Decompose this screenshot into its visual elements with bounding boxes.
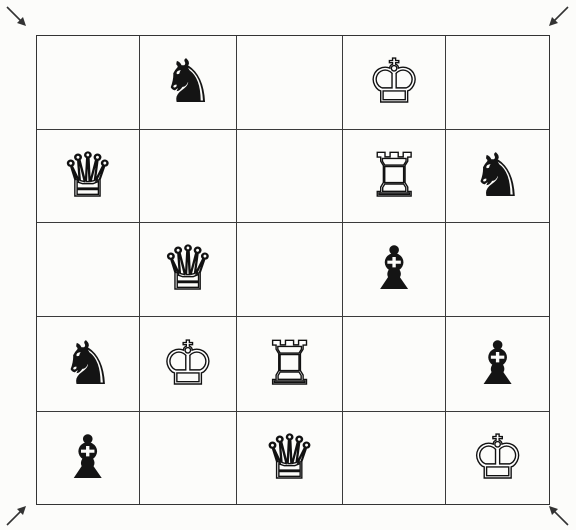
white-rook-icon[interactable]: ♖ — [367, 146, 421, 206]
square-d5[interactable]: ♔ — [343, 36, 447, 130]
square-d1[interactable] — [343, 412, 447, 504]
square-a2[interactable]: ♞ — [37, 317, 140, 413]
square-b1[interactable] — [140, 412, 238, 504]
square-b2[interactable]: ♔ — [140, 317, 238, 413]
arrow-down-left-icon — [545, 4, 571, 30]
square-a4[interactable]: ♕ — [37, 130, 140, 224]
square-d3[interactable]: ♝ — [343, 223, 447, 317]
black-knight-icon[interactable]: ♞ — [161, 52, 215, 112]
white-queen-icon[interactable]: ♕ — [263, 428, 317, 488]
square-e2[interactable]: ♝ — [446, 317, 549, 413]
black-bishop-icon[interactable]: ♝ — [61, 428, 115, 488]
square-d4[interactable]: ♖ — [343, 130, 447, 224]
square-c4[interactable] — [237, 130, 343, 224]
square-e3[interactable] — [446, 223, 549, 317]
white-queen-icon[interactable]: ♕ — [61, 146, 115, 206]
white-rook-icon[interactable]: ♖ — [263, 334, 317, 394]
black-knight-icon[interactable]: ♞ — [61, 334, 115, 394]
square-c3[interactable] — [237, 223, 343, 317]
arrow-down-right-icon — [4, 4, 30, 30]
square-e1[interactable]: ♔ — [446, 412, 549, 504]
white-king-icon[interactable]: ♔ — [367, 52, 421, 112]
black-bishop-icon[interactable]: ♝ — [367, 239, 421, 299]
square-e4[interactable]: ♞ — [446, 130, 549, 224]
square-b5[interactable]: ♞ — [140, 36, 238, 130]
square-b3[interactable]: ♕ — [140, 223, 238, 317]
square-a5[interactable] — [37, 36, 140, 130]
square-b4[interactable] — [140, 130, 238, 224]
square-a3[interactable] — [37, 223, 140, 317]
white-queen-icon[interactable]: ♕ — [161, 239, 215, 299]
arrow-up-left-icon — [545, 502, 571, 528]
square-c2[interactable]: ♖ — [237, 317, 343, 413]
white-king-icon[interactable]: ♔ — [471, 428, 525, 488]
square-c5[interactable] — [237, 36, 343, 130]
square-c1[interactable]: ♕ — [237, 412, 343, 504]
square-a1[interactable]: ♝ — [37, 412, 140, 504]
chess-board-5x5: ♞ ♔ ♕ ♖ ♞ ♕ ♝ ♞ ♔ ♖ ♝ ♝ ♕ ♔ — [36, 35, 550, 505]
white-king-icon[interactable]: ♔ — [161, 334, 215, 394]
black-bishop-icon[interactable]: ♝ — [471, 334, 525, 394]
arrow-up-right-icon — [4, 502, 30, 528]
square-e5[interactable] — [446, 36, 549, 130]
black-knight-icon[interactable]: ♞ — [471, 146, 525, 206]
square-d2[interactable] — [343, 317, 447, 413]
